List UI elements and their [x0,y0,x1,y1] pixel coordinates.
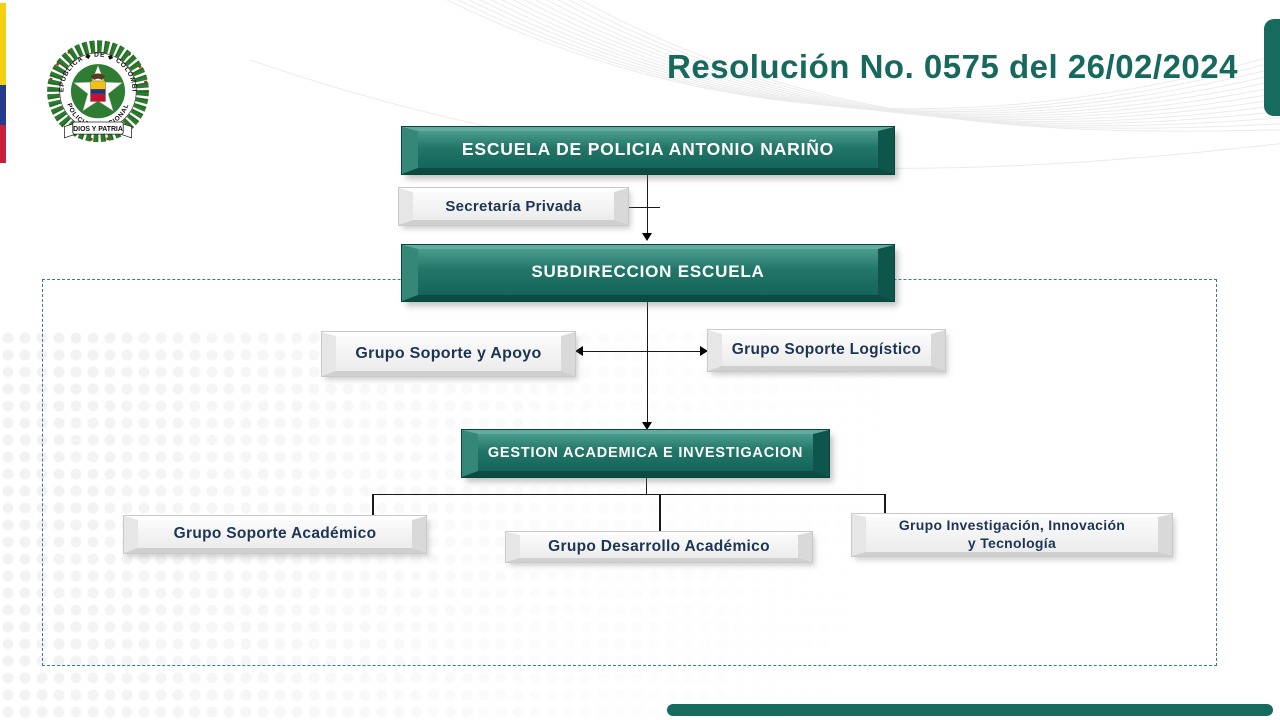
colombia-flag-stripe-blue [0,85,6,125]
connector-academic-rail [372,493,886,495]
org-node-desarrollo-label: Grupo Desarrollo Académico [548,537,770,555]
side-tab-accent [1264,19,1280,116]
org-node-grupo-soporte-logistico: Grupo Soporte Logístico [708,330,945,371]
org-node-grupo-investigacion: Grupo Investigación, Innovación y Tecnol… [852,514,1172,556]
arrowhead-down-icon [642,233,652,241]
org-node-grupo-desarrollo-academico: Grupo Desarrollo Académico [506,532,812,562]
org-node-grupo-soporte-apoyo: Grupo Soporte y Apoyo [322,332,575,376]
org-node-secretaria-label: Secretaría Privada [445,197,582,215]
arrowhead-right-icon [700,346,708,356]
org-node-escuela-label: ESCUELA DE POLICIA ANTONIO NARIÑO [461,139,835,159]
connector-gestion-stem [645,477,647,495]
bottom-accent-bar [667,704,1273,716]
logo-banner: DIOS Y PATRIA [64,121,132,139]
org-node-grupo-soporte-academico: Grupo Soporte Académico [124,516,426,553]
logo-banner-text: DIOS Y PATRIA [73,126,123,133]
connector-subdirection-to-gestion [646,301,648,423]
org-node-gestion-academica: GESTION ACADEMICA E INVESTIGACION [462,430,829,477]
police-national-emblem-logo: REPUBLICA ◆ DE ◆ COLOMBIA POLICIA ◆ NACI… [42,36,149,143]
org-node-soporte-academico-label: Grupo Soporte Académico [173,525,377,542]
connector-drop-left [372,493,374,517]
org-node-gestion-label: GESTION ACADEMICA E INVESTIGACION [487,444,804,461]
org-node-subdireccion: SUBDIRECCION ESCUELA [402,245,894,301]
org-node-apoyo-label: Grupo Soporte y Apoyo [355,344,542,362]
arrowhead-down-icon [642,422,652,430]
resolution-title: Resolución No. 0575 del 26/02/2024 [667,48,1238,85]
connector-support-groups [583,350,700,352]
org-node-escuela: ESCUELA DE POLICIA ANTONIO NARIÑO [402,127,894,174]
arrowhead-left-icon [575,346,583,356]
org-node-logistico-label: Grupo Soporte Logístico [731,341,922,358]
colombia-flag-stripe-red [0,125,6,163]
org-node-secretaria-privada: Secretaría Privada [399,188,628,225]
connector-drop-right [884,493,886,515]
colombia-flag-stripe-yellow [0,3,6,85]
org-node-subdireccion-label: SUBDIRECCION ESCUELA [531,262,765,281]
connector-root-to-subdirection [646,174,648,234]
connector-staff-office [628,206,660,208]
connector-drop-middle [659,493,661,533]
org-node-investigacion-label: Grupo Investigación, Innovación y Tecnol… [898,517,1126,551]
